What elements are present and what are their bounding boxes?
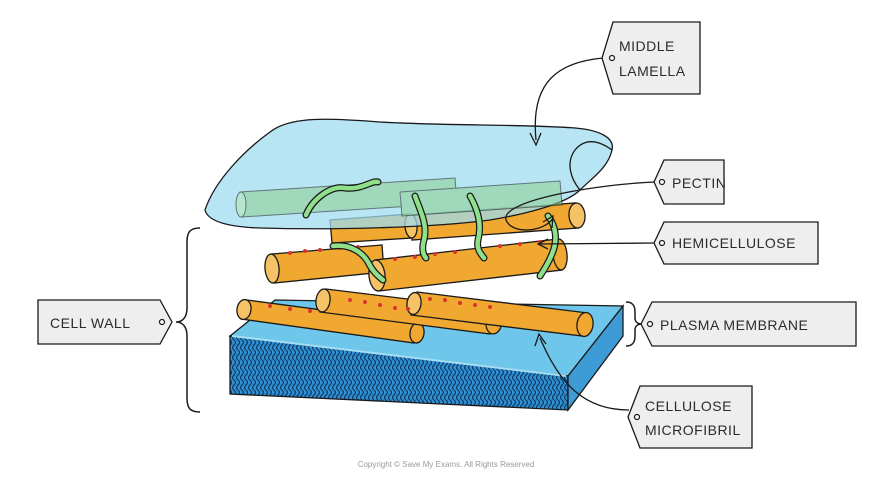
cellulose-microfibril-label-line2: MICROFIBRIL <box>645 422 741 438</box>
pectin-leader <box>505 181 656 231</box>
lower-microfibrils <box>236 288 594 344</box>
pectin-strands <box>302 178 559 284</box>
tag-hole-icon <box>658 178 666 186</box>
label-hemicellulose: HEMICELLULOSE <box>653 221 819 265</box>
tag-hole-icon <box>633 413 641 421</box>
label-cell-wall: CELL WALL <box>37 299 173 345</box>
tag-hole-icon <box>646 320 654 328</box>
cellulose-microfibril-rod <box>368 238 568 292</box>
tag-hole-icon <box>658 239 666 247</box>
cellulose-microfibril-rod <box>236 298 425 344</box>
tag-hole-icon <box>158 318 166 326</box>
cell-wall-brace <box>175 227 201 413</box>
label-middle-lamella: MIDDLE LAMELLA <box>601 21 701 95</box>
cellulose-microfibril-label-line1: CELLULOSE <box>645 398 732 414</box>
plasma-membrane-label: PLASMA MEMBRANE <box>660 317 808 333</box>
cellulose-microfibril-leader <box>539 337 630 411</box>
hemicellulose-dots <box>268 297 492 313</box>
label-pectin: PECTIN <box>653 159 726 205</box>
middle-lamella-label-line2: LAMELLA <box>619 63 686 79</box>
leader-lines <box>505 57 656 411</box>
hemicellulose-label: HEMICELLULOSE <box>672 235 796 251</box>
copyright-notice: Copyright © Save My Exams. All Rights Re… <box>358 460 535 469</box>
tag-hole-icon <box>608 54 616 62</box>
hemicellulose-leader <box>539 242 656 245</box>
cell-wall-label: CELL WALL <box>50 315 131 331</box>
label-plasma-membrane: PLASMA MEMBRANE <box>640 301 857 347</box>
middle-lamella-label-line1: MIDDLE <box>619 38 675 54</box>
embedded-microfibrils <box>235 177 563 218</box>
cellulose-microfibril-rod <box>406 291 594 338</box>
middle-lamella-leader <box>534 57 604 141</box>
pectin-label: PECTIN <box>672 175 726 191</box>
plasma-membrane-brace <box>625 301 643 347</box>
label-cellulose-microfibril: CELLULOSE MICROFIBRIL <box>627 385 753 449</box>
upper-microfibrils <box>264 202 586 292</box>
